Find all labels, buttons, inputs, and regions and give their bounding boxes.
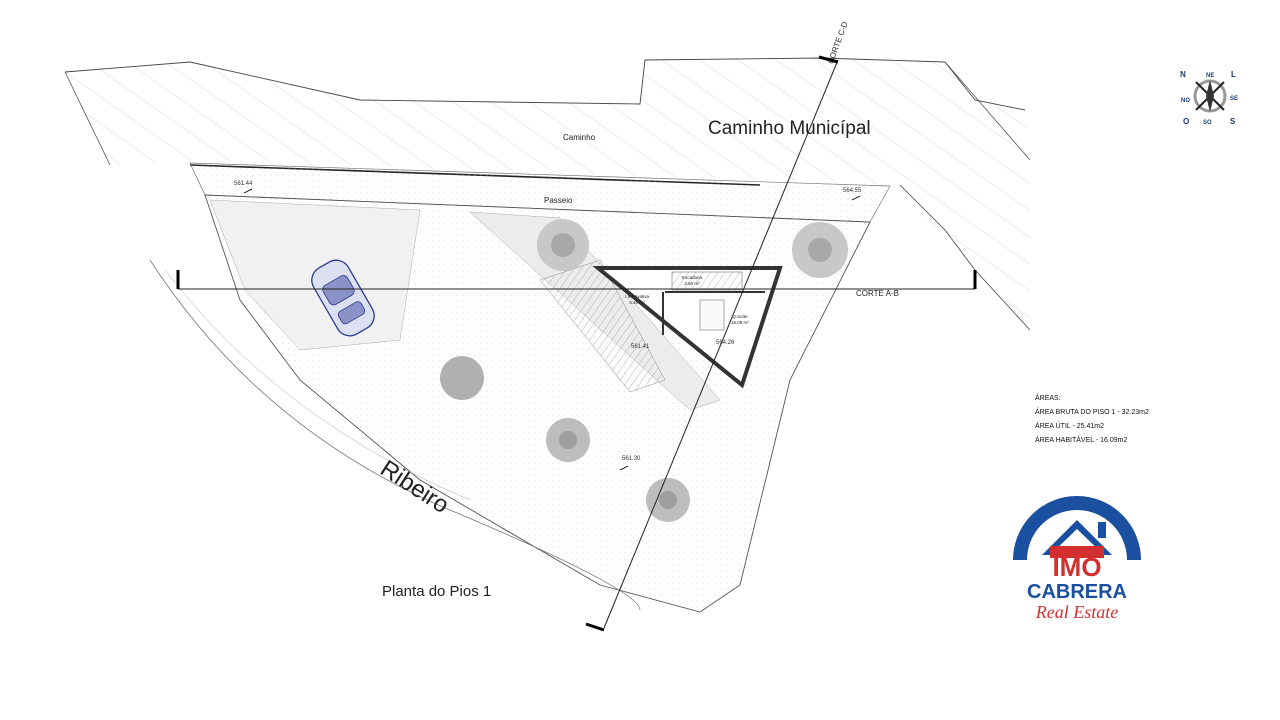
compass-se: SE	[1230, 96, 1238, 102]
tree-2	[792, 222, 848, 278]
level-label: 564.55	[843, 188, 862, 194]
svg-text:★: ★	[1040, 500, 1046, 508]
level-label: 561.44	[234, 181, 253, 187]
svg-text:★: ★	[1060, 488, 1066, 496]
area-gross: ÁREA BRUTA DO PISO 1 - 32.23m2	[1035, 409, 1149, 416]
areas-table: ÁREAS: ÁREA BRUTA DO PISO 1 - 32.23m2 ÁR…	[1035, 395, 1149, 451]
room-name: I.S Privativa	[625, 294, 650, 299]
path-label: Caminho	[563, 133, 596, 142]
level-label: 564.26	[716, 340, 735, 346]
area-useful: ÁREA ÚTIL - 25.41m2	[1035, 423, 1104, 430]
level-label: 561.30	[622, 456, 641, 462]
room-name: Escadaria	[682, 275, 703, 280]
room-bath: I.S Privativa 5.40 m²	[625, 294, 649, 306]
room-stair: Escadaria 3.60 m²	[682, 275, 702, 287]
compass-s: S	[1230, 117, 1236, 126]
compass-so: SO	[1203, 120, 1212, 126]
room-area: 3.60 m²	[684, 281, 700, 286]
room-name: Q.Suíte	[732, 314, 748, 319]
stair-block	[539, 259, 666, 393]
room-bedroom: Q.Suíte 16.09 m²	[731, 314, 749, 326]
bed	[699, 299, 725, 331]
logo-brand: IMO	[1052, 552, 1101, 582]
compass-l: L	[1231, 70, 1236, 79]
stream-curve	[149, 259, 641, 611]
compass-ne: NE	[1206, 73, 1214, 79]
interior-stair	[671, 271, 743, 291]
level-mark-1	[243, 188, 253, 194]
tree-1	[537, 219, 589, 271]
room-area: 5.40 m²	[629, 300, 645, 305]
right-boundary	[944, 61, 1031, 161]
upper-boundary	[64, 57, 1026, 111]
level-mark-3	[619, 465, 629, 471]
terrain-hatch	[65, 58, 1030, 330]
svg-text:★: ★	[1092, 488, 1098, 496]
level-label: 561.41	[631, 344, 650, 350]
section-cd-line	[603, 59, 839, 629]
section-cd-cap-top	[818, 55, 839, 64]
area-habitable: ÁREA HABITÁVEL - 16.09m2	[1035, 437, 1128, 444]
svg-text:★: ★	[1110, 500, 1116, 508]
logo-tagline: Real Estate	[1035, 602, 1118, 622]
road-label: Caminho Municípal	[708, 118, 871, 139]
tree-5	[646, 478, 690, 522]
level-mark-2	[851, 195, 861, 201]
tree-4	[546, 418, 590, 462]
compass-no: NO	[1181, 98, 1190, 104]
compass-icon	[1193, 79, 1227, 113]
tree-3	[440, 356, 484, 400]
compass-o: O	[1183, 117, 1189, 126]
section-cd-cap-bottom	[585, 622, 605, 632]
sidewalk-label: Passeio	[544, 196, 573, 205]
drawing-title: Planta do Pios 1	[382, 583, 492, 600]
upper-left-edge	[64, 71, 111, 166]
logo-name: CABRERA	[1027, 581, 1127, 603]
section-ab-label: CORTE A-B	[856, 289, 899, 298]
svg-text:★: ★	[1076, 485, 1082, 493]
right-lower-boundary	[899, 184, 1031, 331]
areas-heading: ÁREAS:	[1035, 395, 1061, 402]
compass-n: N	[1180, 70, 1186, 79]
company-logo: ★ ★ ★ ★ ★ IMO CABRERA Real Estate	[1013, 485, 1141, 622]
room-area: 16.09 m²	[731, 320, 749, 325]
car	[311, 259, 375, 337]
stream-curve-2	[164, 269, 471, 501]
house-footprint	[592, 266, 783, 389]
